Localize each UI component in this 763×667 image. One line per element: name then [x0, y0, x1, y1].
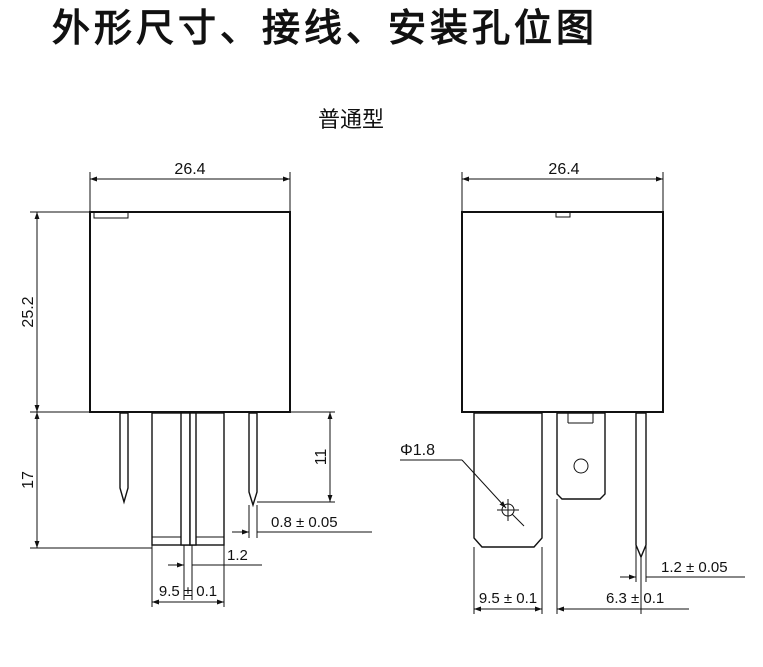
front-view: 26.4 25.2 17 11 0.8 ± 0.05 1.2 9.5 ± 0.1 [20, 161, 372, 607]
front-pin-right [248, 412, 258, 508]
front-relay-body [89, 211, 291, 413]
front-slot-label: 1.2 [227, 547, 248, 564]
drawing-subtitle: 普通型 [318, 108, 385, 133]
side-terminal-wide [473, 412, 543, 548]
side-view: 26.4 Φ1.8 9.5 ± 0.1 6.3 ± 0.1 1.2 ± 0.05 [400, 161, 745, 614]
front-pin-offset-label: 11 [313, 449, 330, 466]
page-title: 外形尺寸、接线、安装孔位图 [52, 6, 599, 50]
side-pitch-label: 9.5 ± 0.1 [479, 590, 537, 607]
front-pin-left [119, 412, 129, 505]
front-height-label: 25.2 [20, 296, 37, 327]
side-hole-label: Φ1.8 [400, 442, 435, 459]
front-pin-middle [180, 412, 191, 546]
front-pin-length-label: 17 [20, 471, 37, 489]
front-width-label: 26.4 [174, 161, 205, 178]
front-body-notch [93, 211, 129, 219]
side-relay-body [461, 211, 664, 413]
side-body-notch [555, 211, 571, 218]
side-terminal-small [556, 412, 606, 500]
side-pitch2-label: 6.3 ± 0.1 [606, 590, 664, 607]
front-pin-thickness-label: 0.8 ± 0.05 [271, 514, 338, 531]
front-pitch-label: 9.5 ± 0.1 [159, 583, 217, 600]
front-pin-middle-b [189, 412, 197, 546]
side-width-label: 26.4 [548, 161, 579, 178]
side-pin-thin [635, 412, 647, 559]
side-pin-width-label: 1.2 ± 0.05 [661, 559, 728, 576]
side-terminal-small-hole [573, 458, 589, 474]
